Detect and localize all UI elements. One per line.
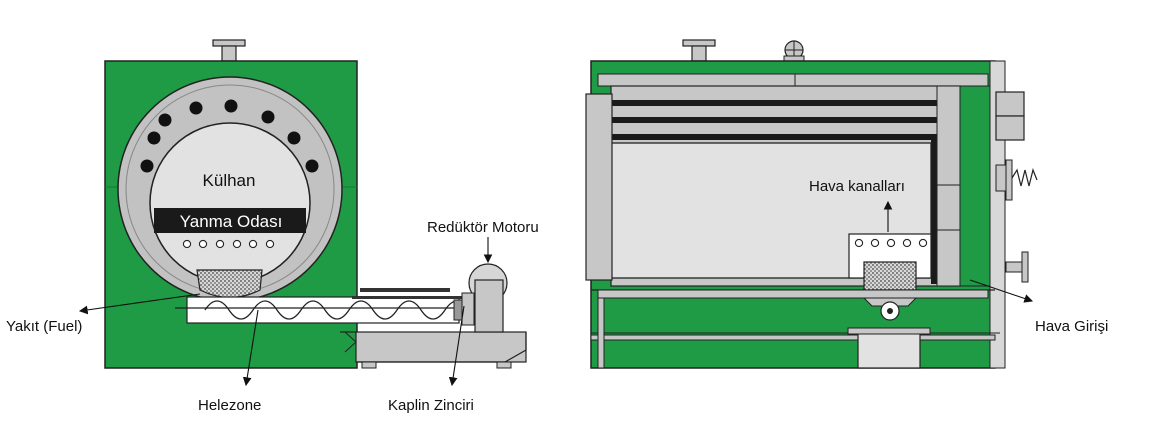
side-top-nozzle — [682, 39, 716, 47]
combustion-chamber-bar — [154, 208, 306, 233]
air-holes-side — [854, 238, 928, 248]
arrow-yakit-fuel — [78, 293, 201, 315]
air-holes-front — [182, 239, 275, 249]
fuel-grate-front — [196, 269, 263, 299]
fire-tube-holes — [140, 99, 319, 173]
label-yakit-fuel: Yakıt (Fuel) — [6, 318, 82, 335]
front-view: Külhan Yanma Odası — [104, 39, 527, 369]
screw-tube — [186, 296, 460, 324]
motor-base — [355, 331, 527, 363]
label-kulhan: Külhan — [203, 171, 256, 190]
arrow-hava-girisi — [969, 279, 1034, 303]
label-yanma-odasi: Yanma Odası — [180, 212, 283, 231]
label-helezone: Helezone — [198, 397, 261, 414]
side-view — [585, 39, 1038, 369]
label-hava-kanallari: Hava kanalları — [809, 178, 905, 195]
arrow-helezone — [242, 309, 259, 387]
label-kaplin-zinciri: Kaplin Zinciri — [388, 397, 474, 414]
helezone-spiral — [204, 300, 470, 320]
side-fitting-top — [995, 91, 1025, 117]
arrow-kaplin-zinciri — [448, 305, 465, 387]
label-reduktor-motoru: Redüktör Motoru — [427, 219, 539, 236]
safety-spring — [1011, 168, 1038, 187]
front-inner-chamber — [149, 122, 311, 284]
side-air-inlet — [1005, 261, 1025, 273]
label-hava-girisi: Hava Girişi — [1035, 318, 1108, 335]
annotations: Redüktör Motoru Yakıt (Fuel) Helezone Ka… — [6, 178, 1108, 414]
side-front-door — [585, 93, 613, 281]
side-bottom-support — [857, 331, 921, 369]
reduktor-motor-housing — [474, 279, 504, 333]
front-top-nozzle-neck — [221, 45, 237, 62]
front-top-nozzle — [212, 39, 246, 47]
